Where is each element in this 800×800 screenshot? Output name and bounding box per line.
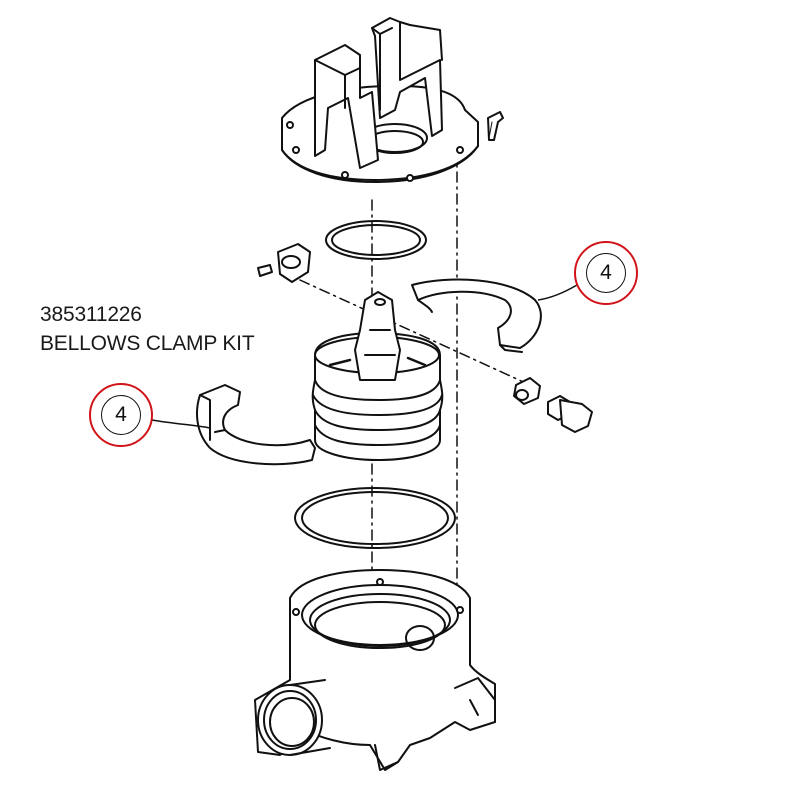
bellows-assembly [311,291,444,461]
part-name: BELLOWS CLAMP KIT [40,332,255,355]
clamp-nut [257,243,311,283]
bellows-clamp-right-half [411,278,542,353]
base-housing [254,569,496,771]
top-mounting-plate [281,17,504,183]
pivot-pin-and-bolt [513,377,593,433]
callout-number: 4 [101,395,141,435]
upper-o-ring [325,220,427,260]
callout-right: 4 [574,241,638,305]
leader-line-left [151,419,211,429]
part-label: 385311226 BELLOWS CLAMP KIT [40,300,255,358]
lower-o-ring [294,487,456,549]
callout-number: 4 [586,253,626,293]
part-number: 385311226 [40,303,142,326]
bellows-clamp-left-half [196,384,316,466]
leader-line-right [537,284,578,301]
callout-left: 4 [89,383,153,447]
